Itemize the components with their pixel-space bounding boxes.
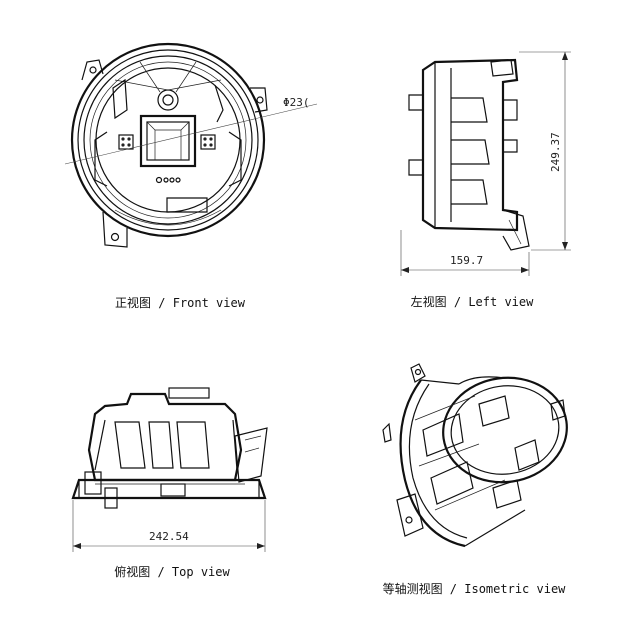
front-view: Φ23(	[64, 42, 318, 248]
front-hub	[157, 89, 179, 111]
top-view: 242.54	[71, 387, 268, 552]
front-outer-ring	[70, 42, 266, 238]
isometric-view	[382, 363, 568, 548]
front-tab-top-left	[81, 59, 104, 81]
top-body	[87, 392, 243, 482]
left-width-label: 159.7	[450, 254, 483, 267]
isometric-view-caption: 等轴测视图 / Isometric view	[382, 582, 566, 596]
iso-back-ring	[442, 376, 568, 484]
left-view: 249.37 159.7	[400, 51, 571, 276]
left-view-caption: 左视图 / Left view	[410, 295, 534, 309]
top-width-label: 242.54	[149, 530, 189, 543]
front-view-caption: 正视图 / Front view	[115, 296, 245, 310]
front-tab-right	[250, 87, 268, 113]
left-height-label: 249.37	[549, 132, 562, 172]
front-tab-bottom-left	[102, 211, 128, 248]
front-center-box	[139, 114, 197, 168]
iso-front-ring	[399, 379, 466, 548]
front-diameter-label: Φ23(	[283, 96, 310, 109]
front-diameter-line	[64, 103, 318, 165]
top-view-caption: 俯视图 / Top view	[114, 565, 230, 579]
